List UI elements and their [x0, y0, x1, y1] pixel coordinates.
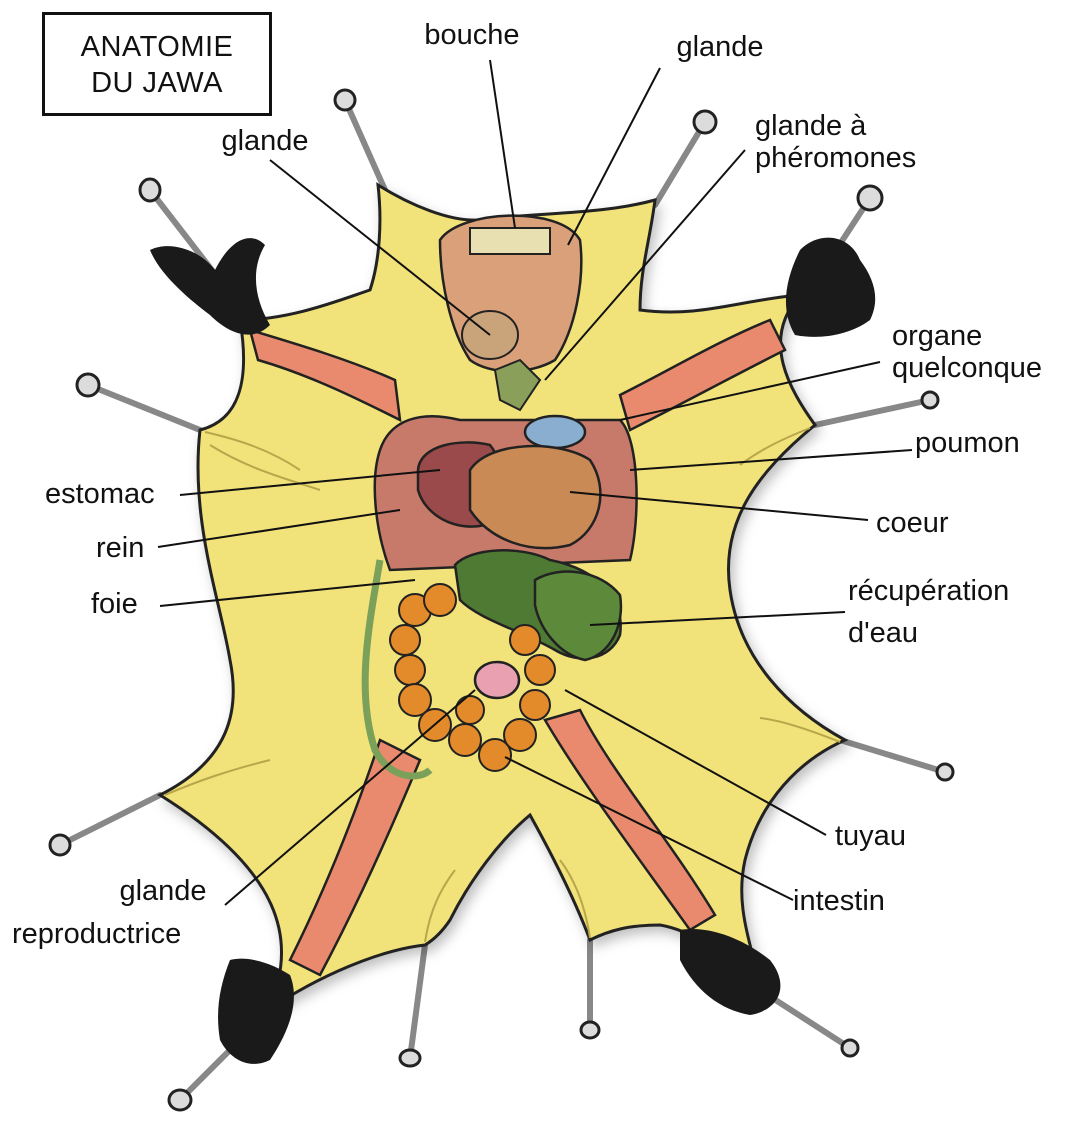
- misc-organ-shape: [525, 416, 585, 448]
- label-bouche: bouche: [424, 19, 519, 51]
- label-glande-left: glande: [221, 125, 308, 157]
- label-rein: rein: [96, 532, 144, 564]
- label-intestin: intestin: [793, 885, 885, 917]
- label-poumon: poumon: [915, 427, 1020, 459]
- label-glande-pheromones-1: glande à: [755, 110, 867, 142]
- label-glande-top: glande: [676, 31, 763, 63]
- label-glande-pheromones-2: phéromones: [755, 142, 916, 174]
- label-coeur: coeur: [876, 507, 949, 539]
- reproductive-gland-shape: [475, 662, 519, 698]
- label-glande-repro-1: glande: [119, 875, 206, 907]
- label-glande-repro-2: reproductrice: [12, 918, 181, 950]
- label-recuperation-2: d'eau: [848, 617, 918, 649]
- label-organe-1: organe: [892, 320, 982, 352]
- label-organe-2: quelconque: [892, 352, 1042, 384]
- label-estomac: estomac: [45, 478, 155, 510]
- label-tuyau: tuyau: [835, 820, 906, 852]
- label-foie: foie: [91, 588, 138, 620]
- label-recuperation-1: récupération: [848, 575, 1009, 607]
